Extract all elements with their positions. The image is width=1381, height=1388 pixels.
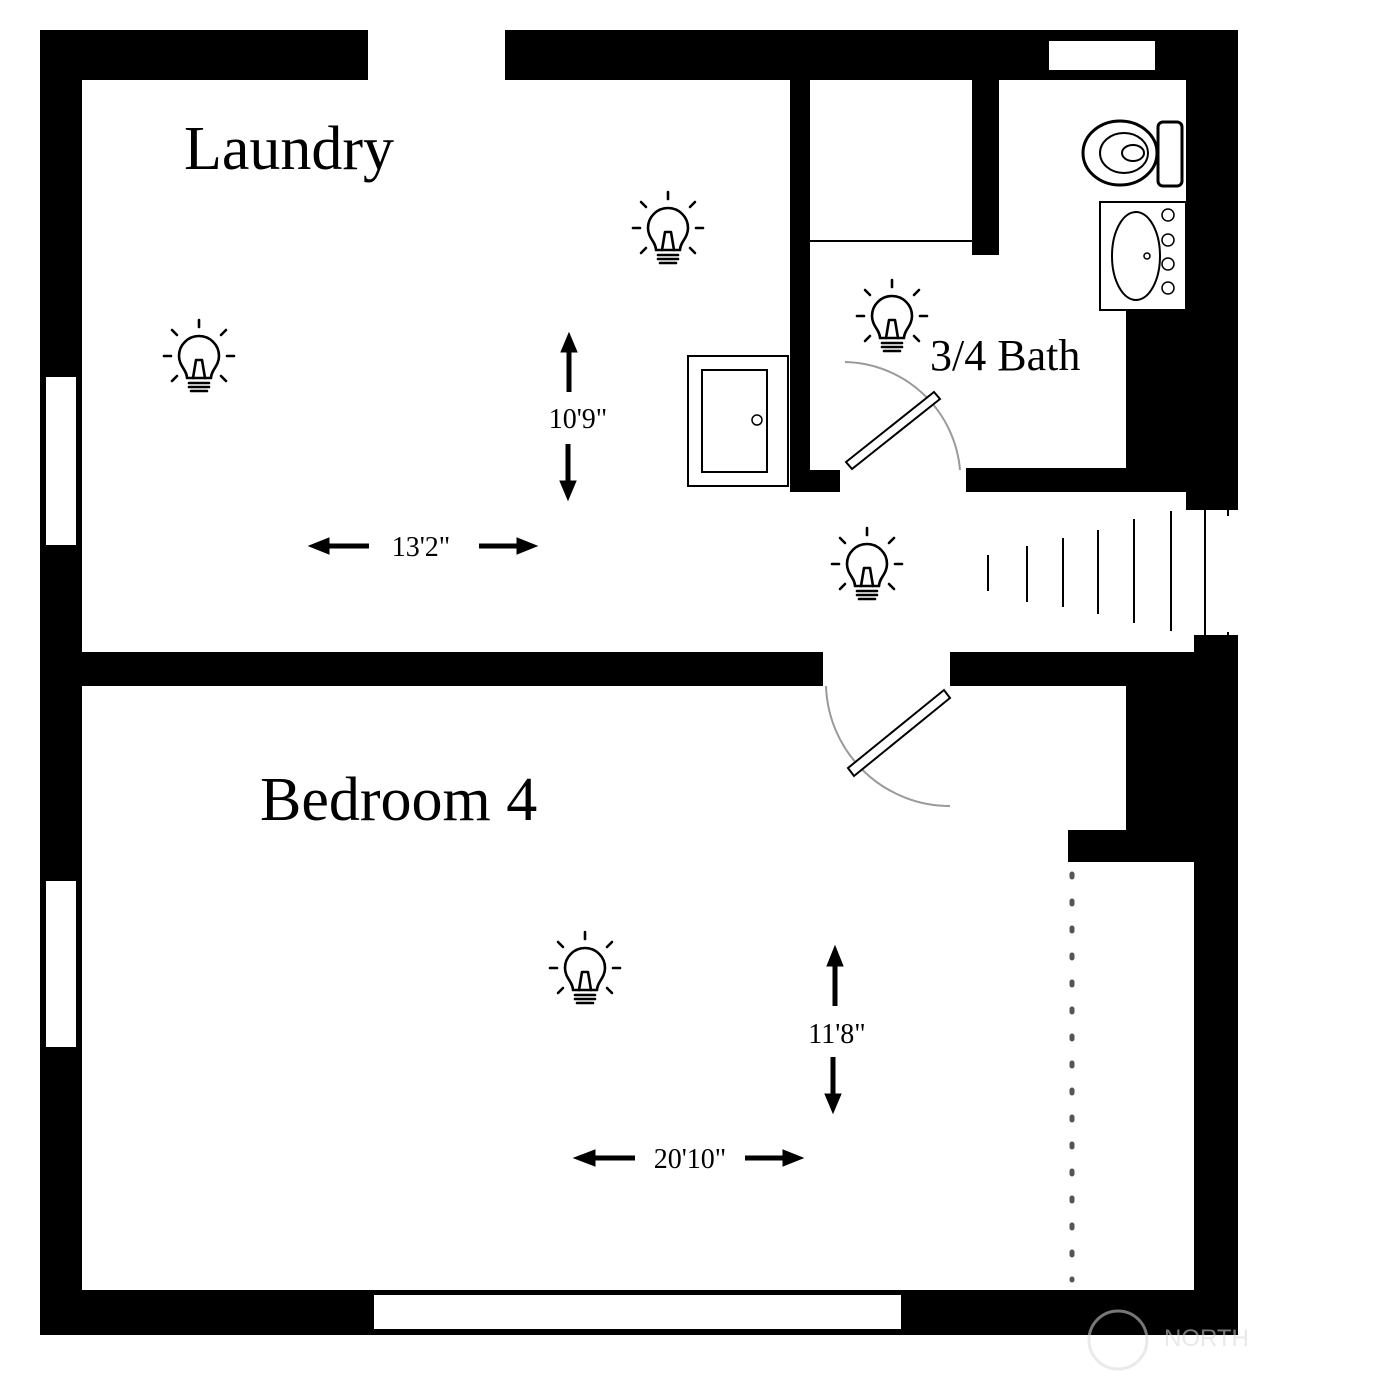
bedroom-width-label: 20'10"	[654, 1144, 726, 1175]
top-wall-left	[40, 30, 368, 80]
sink-drain	[1143, 252, 1151, 260]
laundry-window	[44, 375, 78, 547]
watermark-text: NORTH	[1164, 1325, 1249, 1352]
bedroom-corner-block	[1126, 652, 1238, 862]
bath-partition	[972, 80, 999, 255]
bedroom-window-left	[44, 879, 78, 1049]
light-bulb-icon	[830, 526, 904, 601]
stairs-icon	[987, 494, 1229, 652]
middle-wall-left	[40, 652, 823, 686]
laundry-label: Laundry	[184, 115, 394, 183]
bath-window	[1047, 39, 1157, 72]
vanity-bulb	[1161, 257, 1175, 271]
arrow-up-icon	[560, 331, 578, 353]
bath-door[interactable]	[844, 361, 961, 471]
toilet-tank	[1156, 120, 1184, 188]
bath-bottom-wall-left	[790, 470, 840, 492]
bedroom-door[interactable]	[825, 685, 952, 807]
dimension-arrows	[307, 331, 844, 1167]
vanity-light-bar	[1161, 208, 1175, 295]
bedroom-label: Bedroom 4	[260, 766, 537, 834]
vanity-bulb	[1161, 233, 1175, 247]
toilet-bowl	[1081, 119, 1159, 187]
toilet-seat	[1099, 132, 1149, 174]
arrow-right-icon	[782, 1149, 805, 1167]
vanity-bulb	[1161, 281, 1175, 295]
arrow-left-icon	[572, 1149, 596, 1167]
closet-header-wall	[1068, 830, 1238, 862]
vanity-bulb	[1161, 208, 1175, 222]
bedroom-window-bottom	[372, 1293, 903, 1331]
bath-label: 3/4 Bath	[930, 331, 1080, 380]
bath-door-swing	[844, 361, 961, 471]
bath-door-leaf	[844, 390, 942, 471]
bedroom-door-swing	[825, 685, 951, 807]
light-bulb-icon	[631, 190, 705, 265]
bath-left-wall	[790, 80, 810, 492]
watermark-logo-icon	[1087, 1309, 1149, 1371]
laundry-width-label: 13'2"	[392, 532, 450, 563]
bath-right-block	[1126, 310, 1238, 480]
laundry-depth-label: 10'9"	[549, 404, 607, 435]
arrow-down-icon	[824, 1093, 842, 1115]
appliance-knob	[751, 414, 763, 426]
sink-basin	[1111, 211, 1161, 301]
windows	[44, 39, 1157, 1331]
arrow-left-icon	[307, 537, 330, 555]
toilet-drain	[1121, 144, 1145, 162]
bedroom-door-leaf	[846, 688, 952, 778]
watermark: NORTH	[1087, 1309, 1249, 1371]
light-bulb-icon	[162, 318, 236, 393]
bedroom-depth-label: 11'8"	[808, 1019, 865, 1050]
arrow-right-icon	[516, 537, 539, 555]
toilet-icon	[1081, 119, 1184, 188]
sink-icon	[1099, 201, 1187, 311]
washer-dryer-icon	[687, 355, 789, 487]
walls	[40, 30, 1238, 1335]
arrow-up-icon	[826, 944, 844, 967]
light-bulb-icon	[855, 278, 929, 353]
arrow-down-icon	[559, 480, 577, 502]
light-bulb-icon	[548, 930, 622, 1005]
